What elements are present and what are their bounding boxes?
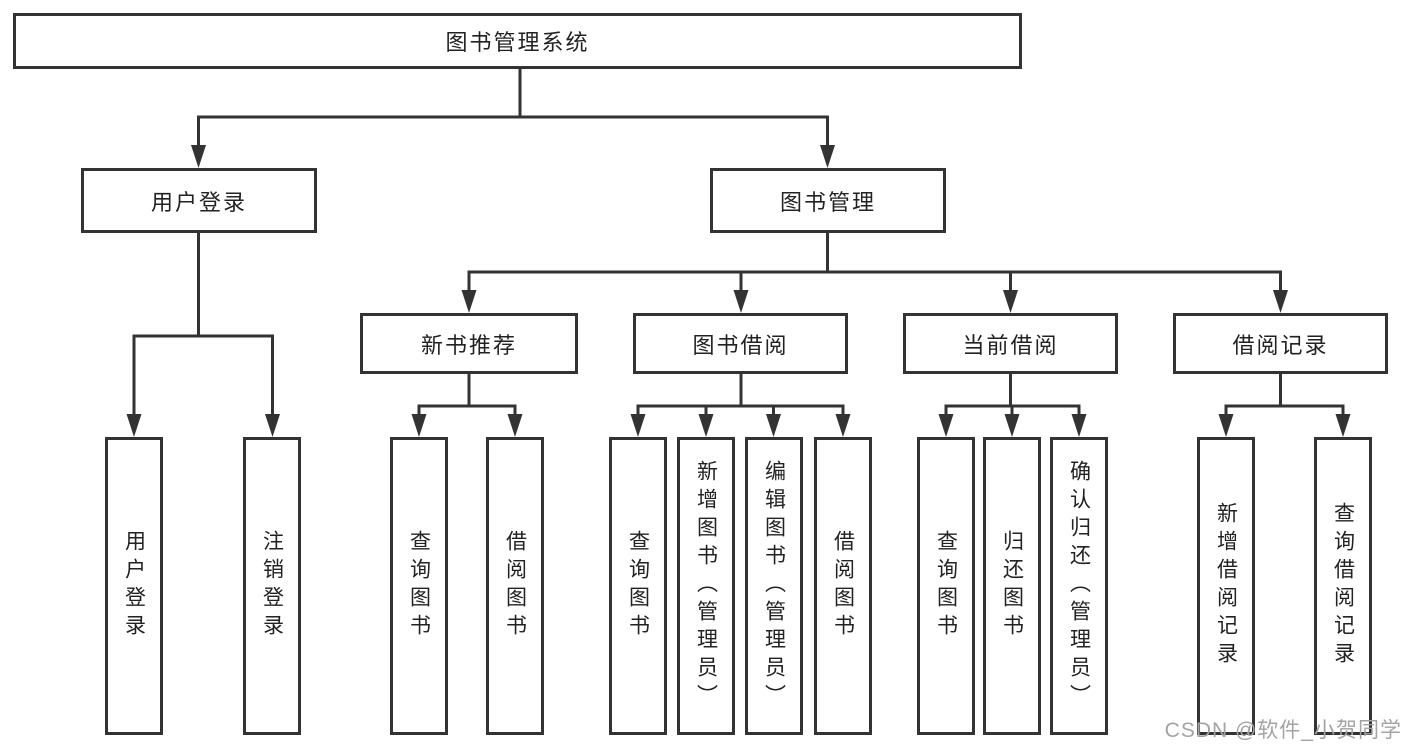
- leaf-query-books-current-label: 查询图书: [934, 530, 958, 642]
- leaf-return-books: 归还图书: [983, 437, 1041, 735]
- leaf-query-books-current: 查询图书: [917, 437, 975, 735]
- leaf-query-books-borrow: 查询图书: [609, 437, 667, 735]
- arrow-down-icon: [938, 414, 954, 437]
- leaf-user-login: 用户登录: [105, 437, 163, 735]
- csdn-watermark: CSDN @软件_小贺同学: [1164, 719, 1402, 742]
- leaf-add-books-admin: 新增图书（管理员）: [677, 437, 735, 735]
- node-root-label: 图书管理系统: [445, 30, 590, 55]
- arrow-down-icon: [191, 145, 206, 168]
- arrow-down-icon: [126, 414, 142, 437]
- leaf-query-books-borrow-label: 查询图书: [626, 530, 650, 642]
- node-book-management: 图书管理: [710, 168, 946, 233]
- arrow-down-icon: [1273, 290, 1288, 313]
- arrow-down-icon: [766, 414, 781, 437]
- arrow-down-icon: [507, 414, 523, 437]
- node-current-borrow: 当前借阅: [903, 313, 1118, 374]
- node-user-login-label: 用户登录: [150, 189, 247, 215]
- leaf-return-books-label: 归还图书: [1000, 530, 1024, 642]
- arrow-down-icon: [411, 414, 427, 437]
- leaf-borrow-books: 借阅图书: [814, 437, 872, 735]
- node-root: 图书管理系统: [13, 13, 1022, 69]
- arrow-down-icon: [630, 414, 646, 437]
- arrow-down-icon: [698, 414, 714, 437]
- leaf-borrow-books-label: 借阅图书: [831, 530, 855, 642]
- leaf-query-books-recommend: 查询图书: [390, 437, 448, 735]
- leaf-query-books-recommend-label: 查询图书: [407, 530, 431, 642]
- leaf-borrow-books-recommend-label: 借阅图书: [503, 530, 527, 642]
- leaf-confirm-return-admin: 确认归还（管理员）: [1050, 437, 1108, 735]
- leaf-confirm-return-admin-label: 确认归还（管理员）: [1067, 460, 1091, 712]
- arrow-down-icon: [733, 290, 749, 313]
- node-borrow-records-label: 借阅记录: [1232, 332, 1329, 358]
- leaf-add-borrow-record-label: 新增借阅记录: [1214, 502, 1238, 670]
- node-new-book-recommend-label: 新书推荐: [420, 332, 517, 358]
- leaf-query-borrow-record: 查询借阅记录: [1314, 437, 1372, 735]
- node-book-borrow: 图书借阅: [633, 313, 848, 374]
- arrow-down-icon: [835, 414, 851, 437]
- leaf-add-borrow-record: 新增借阅记录: [1197, 437, 1255, 735]
- arrow-down-icons: [126, 145, 1351, 437]
- arrow-down-icon: [1335, 414, 1351, 437]
- leaf-edit-books-admin-label: 编辑图书（管理员）: [762, 460, 786, 712]
- arrow-down-icon: [265, 414, 280, 437]
- node-current-borrow-label: 当前借阅: [962, 332, 1059, 358]
- leaf-add-books-admin-label: 新增图书（管理员）: [694, 460, 718, 712]
- arrow-down-icon: [820, 145, 835, 168]
- leaf-logout: 注销登录: [243, 437, 301, 735]
- arrow-down-icon: [1003, 290, 1018, 313]
- node-user-login: 用户登录: [81, 168, 317, 233]
- arrow-down-icon: [1071, 414, 1087, 437]
- leaf-borrow-books-recommend: 借阅图书: [486, 437, 544, 735]
- node-book-management-label: 图书管理: [779, 189, 876, 215]
- leaf-user-login-label: 用户登录: [122, 530, 146, 642]
- arrow-down-icon: [461, 290, 477, 313]
- arrow-down-icon: [1218, 414, 1234, 437]
- arrow-down-icon: [1004, 414, 1020, 437]
- node-new-book-recommend: 新书推荐: [360, 313, 578, 374]
- node-borrow-records: 借阅记录: [1173, 313, 1388, 374]
- leaf-query-borrow-record-label: 查询借阅记录: [1331, 502, 1355, 670]
- node-book-borrow-label: 图书借阅: [692, 332, 789, 358]
- leaf-logout-label: 注销登录: [260, 530, 284, 642]
- leaf-edit-books-admin: 编辑图书（管理员）: [745, 437, 803, 735]
